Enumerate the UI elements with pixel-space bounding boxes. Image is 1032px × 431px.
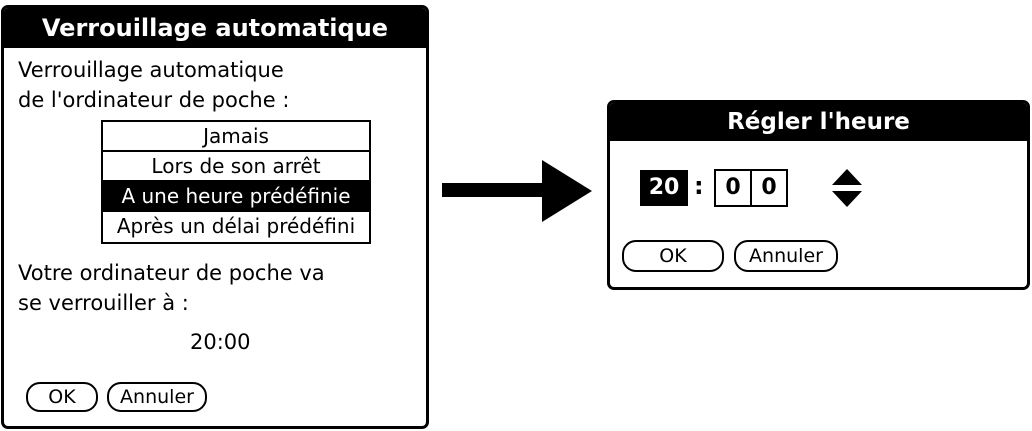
ok-button[interactable]: OK bbox=[622, 240, 724, 272]
option-on-power-off[interactable]: Lors de son arrêt bbox=[103, 152, 369, 182]
increment-arrow-icon[interactable] bbox=[832, 169, 862, 185]
time-separator: : bbox=[694, 172, 704, 200]
option-after-preset-delay[interactable]: Après un délai prédéfini bbox=[116, 214, 356, 238]
minute-ones-field[interactable]: 0 bbox=[750, 169, 788, 207]
minute-tens-field[interactable]: 0 bbox=[714, 169, 752, 207]
option-at-preset-time[interactable]: A une heure prédéfinie bbox=[103, 182, 369, 212]
cancel-button[interactable]: Annuler bbox=[734, 240, 838, 272]
arrow-right-icon bbox=[442, 160, 592, 222]
lock-prompt-line1: Verrouillage automatique bbox=[18, 58, 284, 82]
lock-options-list: Jamais Lors de son arrêt A une heure pré… bbox=[101, 120, 371, 244]
lock-time-value[interactable]: 20:00 bbox=[190, 330, 251, 354]
lock-prompt-line2: de l'ordinateur de poche : bbox=[18, 88, 290, 112]
lock-info-line1: Votre ordinateur de poche va bbox=[18, 261, 325, 285]
set-time-dialog: Régler l'heure 20 : 0 0 OK Annuler bbox=[607, 100, 1030, 290]
decrement-arrow-icon[interactable] bbox=[832, 191, 862, 207]
dialog-title: Verrouillage automatique bbox=[4, 8, 426, 48]
ok-button[interactable]: OK bbox=[26, 382, 98, 412]
auto-lock-dialog: Verrouillage automatique Verrouillage au… bbox=[1, 5, 429, 429]
dialog-title: Régler l'heure bbox=[610, 103, 1027, 141]
up-down-arrows-icon[interactable] bbox=[830, 167, 864, 209]
option-never[interactable]: Jamais bbox=[103, 122, 369, 152]
cancel-button[interactable]: Annuler bbox=[107, 382, 207, 412]
lock-info-line2: se verrouiller à : bbox=[18, 291, 189, 315]
hour-field[interactable]: 20 bbox=[640, 170, 688, 206]
